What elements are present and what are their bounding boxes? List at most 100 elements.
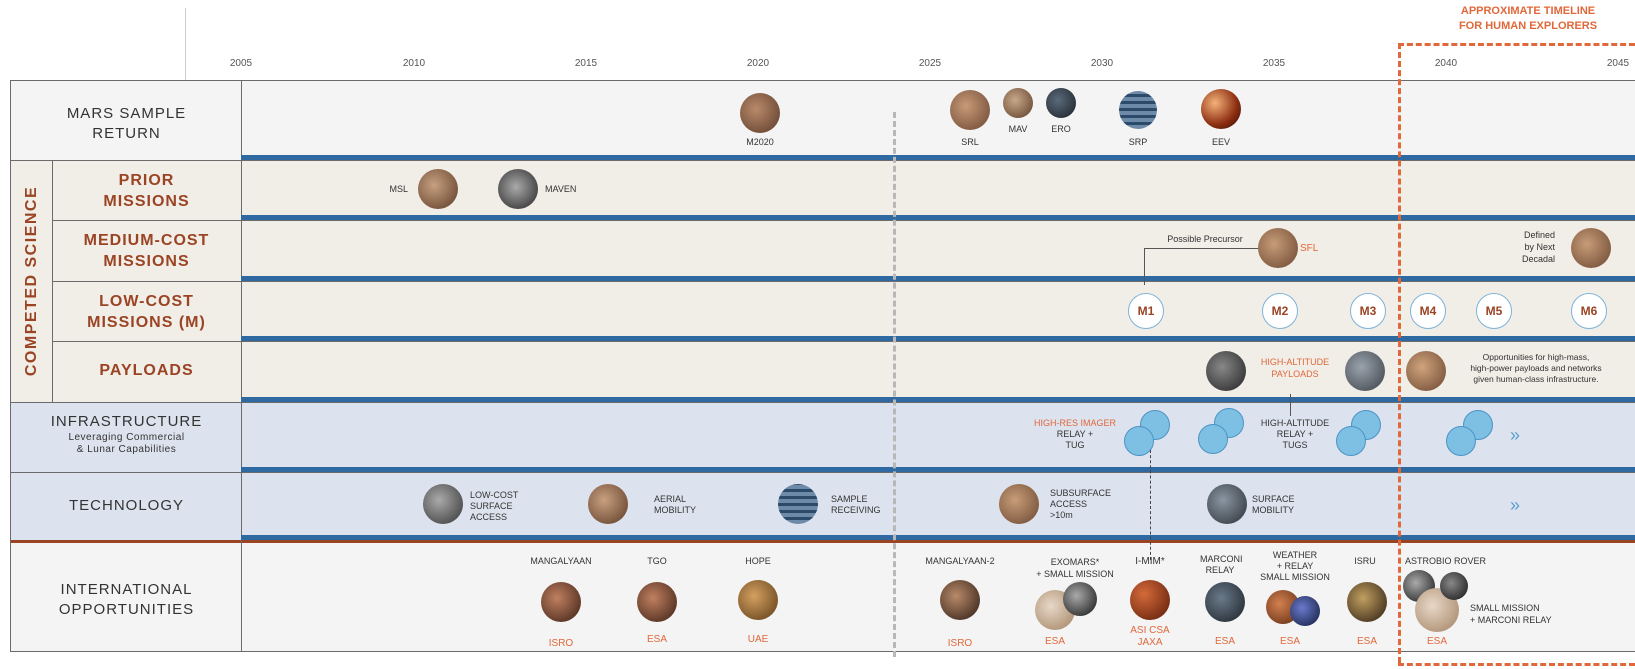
mission-m3: M3	[1350, 293, 1386, 329]
mission-m1: M1	[1128, 293, 1164, 329]
blue-track	[241, 467, 1635, 472]
balloon-payload-icon	[1345, 351, 1385, 391]
label-line: PRIOR	[118, 172, 175, 189]
label-line: MOBILITY	[1252, 505, 1295, 515]
human-timeline-border-left	[1398, 43, 1401, 663]
label-medium-cost: MEDIUM-COST MISSIONS	[52, 230, 241, 272]
label-line: JAXA	[1137, 637, 1163, 648]
label-line: ACCESS	[470, 512, 508, 522]
relay-connector	[1290, 394, 1291, 416]
small-mission-marconi-label: SMALL MISSION + MARCONI RELAY	[1470, 602, 1560, 626]
relay-orbiter-icon	[1290, 596, 1320, 626]
year-label: 2005	[229, 58, 253, 69]
subsurface-access-label: SUBSURFACE ACCESS >10m	[1050, 488, 1120, 521]
mangalyaan-icon	[541, 582, 581, 622]
relay-satellite-icon	[1124, 426, 1154, 456]
label-line: Defined	[1523, 230, 1555, 240]
label-line: SMALL MISSION	[1470, 603, 1540, 613]
label-line: WEATHER	[1272, 550, 1318, 560]
label-column-divider	[241, 80, 242, 652]
label-line: SUBSURFACE	[1050, 488, 1112, 498]
divider	[52, 220, 1635, 221]
label-line: SMALL MISSION	[1260, 572, 1330, 582]
present-day-marker	[893, 112, 896, 657]
aerial-mobility-label: AERIAL MOBILITY	[654, 494, 714, 516]
msl-label: MSL	[389, 184, 408, 194]
hope-icon	[738, 580, 778, 620]
label-subline: Leveraging Commercial	[68, 432, 185, 443]
msr-label: M2020	[746, 137, 774, 147]
label-line: INFRASTRUCTURE	[50, 413, 203, 430]
intl-org-label: ESA	[1279, 636, 1300, 647]
year-label: 2010	[402, 58, 426, 69]
intl-org-label: ISRO	[548, 638, 574, 649]
label-line: RETURN	[92, 125, 161, 142]
opportunities-label: Opportunities for high-mass, high-power …	[1450, 352, 1622, 385]
relay-satellite-icon	[1336, 426, 1366, 456]
small-mission-icon	[1063, 582, 1097, 616]
intl-org-label: ESA	[1214, 636, 1235, 647]
low-cost-surface-label: LOW-COST SURFACE ACCESS	[470, 490, 530, 523]
msl-rover-icon	[418, 169, 458, 209]
mission-m6: M6	[1571, 293, 1607, 329]
label-mars-sample-return: MARS SAMPLE RETURN	[12, 104, 241, 144]
small-orbiter-icon	[1440, 572, 1468, 600]
intl-org-label: ESA	[646, 634, 667, 645]
label-line: HIGH-RES IMAGER	[1033, 418, 1116, 428]
year-label: 2020	[746, 58, 770, 69]
maven-orbiter-icon	[498, 169, 538, 209]
intl-mission-label: EXOMARS* + SMALL MISSION	[1025, 556, 1125, 580]
competed-science-label-box: COMPETED SCIENCE	[12, 160, 52, 402]
imim-icon	[1130, 580, 1170, 620]
label-line: TUGS	[1282, 440, 1308, 450]
intl-org-label: ISRO	[947, 638, 973, 649]
label-line: ACCESS	[1050, 499, 1088, 509]
maven-label: MAVEN	[545, 184, 577, 194]
future-lander-icon	[1571, 228, 1611, 268]
label-line: Decadal	[1521, 254, 1555, 264]
row-technology	[10, 472, 1635, 540]
blue-track	[241, 397, 1635, 402]
relay-satellite-icon	[1446, 426, 1476, 456]
label-line: TUG	[1065, 440, 1085, 450]
label-line: OPPORTUNITIES	[58, 601, 195, 618]
year-label: 2045	[1606, 58, 1630, 69]
year-label: 2025	[918, 58, 942, 69]
label-prior-missions: PRIOR MISSIONS	[52, 170, 241, 212]
possible-precursor-label: Possible Precursor	[1167, 234, 1243, 244]
mav-rocket-icon	[1003, 88, 1033, 118]
sample-receiving-label: SAMPLE RECEIVING	[831, 494, 891, 516]
subsurface-drill-icon	[999, 484, 1039, 524]
timeline-title-line: APPROXIMATE TIMELINE	[1460, 5, 1596, 17]
label-line: SURFACE	[1252, 494, 1295, 504]
low-cost-surface-icon	[423, 484, 463, 524]
intl-mission-label: TGO	[647, 556, 667, 566]
intl-mission-label: HOPE	[745, 556, 771, 566]
label-subline: & Lunar Capabilities	[76, 444, 177, 455]
srp-facility-icon	[1119, 91, 1157, 129]
label-infrastructure: INFRASTRUCTURE Leveraging Commercial & L…	[12, 413, 241, 456]
label-technology: TECHNOLOGY	[68, 497, 184, 514]
intl-mission-label: MANGALYAAN-2	[925, 556, 995, 566]
ero-orbiter-icon	[1046, 88, 1076, 118]
timeline-title-line: FOR HUMAN EXPLORERS	[1458, 20, 1598, 32]
sample-receiving-icon	[778, 484, 818, 524]
label-line: + MARCONI RELAY	[1470, 615, 1552, 625]
competed-science-label: COMPETED SCIENCE	[23, 185, 40, 377]
label-international: INTERNATIONAL OPPORTUNITIES	[12, 580, 241, 620]
intl-org-label: ESA	[1356, 636, 1377, 647]
mission-m4: M4	[1410, 293, 1446, 329]
left-border	[10, 80, 11, 652]
tgo-icon	[637, 582, 677, 622]
label-line: Opportunities for high-mass,	[1482, 352, 1590, 362]
intl-org-label: ESA	[1426, 636, 1447, 647]
year-label: 2040	[1434, 58, 1458, 69]
intl-mission-label: ASTROBIO ROVER	[1405, 556, 1487, 566]
m2020-rover-icon	[740, 93, 780, 133]
intl-org-label: ESA	[1044, 636, 1065, 647]
blue-track	[241, 155, 1635, 160]
label-line: MARCONI	[1200, 554, 1243, 564]
label-low-cost: LOW-COST MISSIONS (M)	[52, 291, 241, 333]
label-line: MEDIUM-COST	[83, 232, 210, 249]
row-international	[10, 540, 1635, 652]
